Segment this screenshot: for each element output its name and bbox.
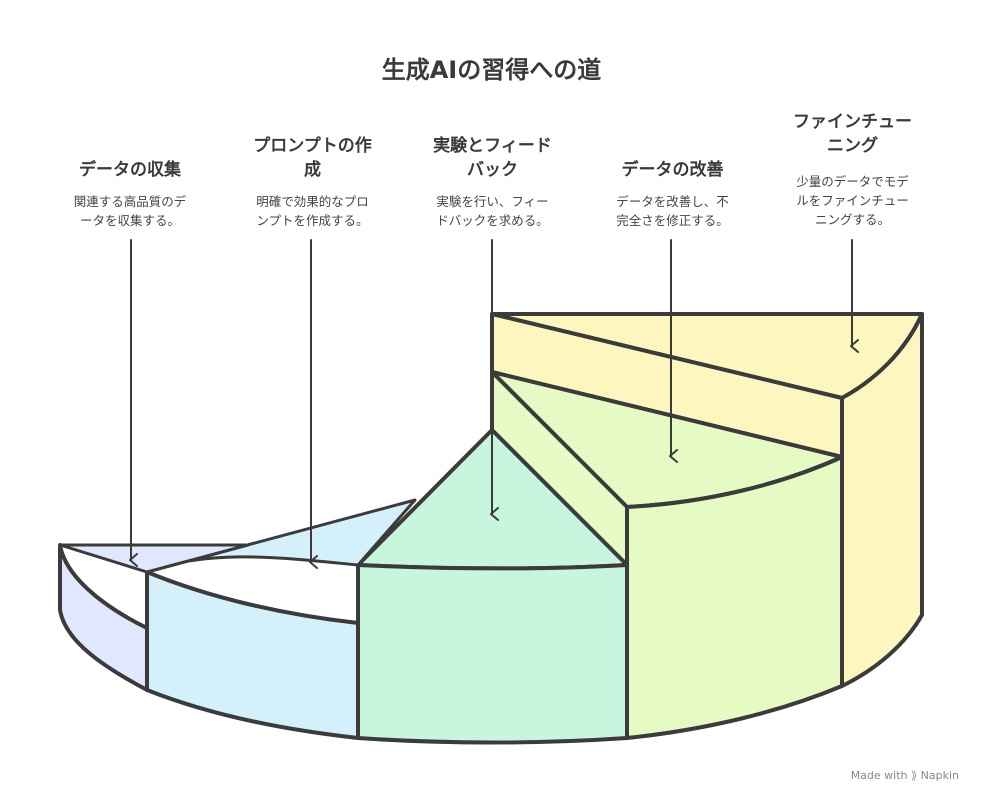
- step-2-description: 明確で効果的なプロンプトを作成する。: [256, 194, 369, 228]
- step-1-title: データの収集: [79, 160, 181, 180]
- step-4-title: データの改善: [621, 160, 724, 180]
- page-title: 生成AIの習得への道: [381, 56, 602, 84]
- step-3-title: 実験とフィードバック: [433, 136, 552, 180]
- step-4-description: データを改善し、不完全さを修正する。: [616, 194, 729, 228]
- segment-1-data-collection: [58, 543, 250, 692]
- step-5-title: ファインチューニング: [793, 112, 912, 156]
- step-5-description: 少量のデータでモデルをファインチューニングする。: [796, 174, 909, 227]
- step-1-description: 関連する高品質のデータを収集する。: [73, 194, 187, 228]
- step-3-description: 実験を行い、フィードバックを求める。: [436, 194, 549, 228]
- step-2-title: プロンプトの作成: [253, 136, 372, 180]
- segment-4-data-improvement: [490, 370, 844, 740]
- napkin-branding: Made with ⟫ Napkin: [850, 769, 959, 782]
